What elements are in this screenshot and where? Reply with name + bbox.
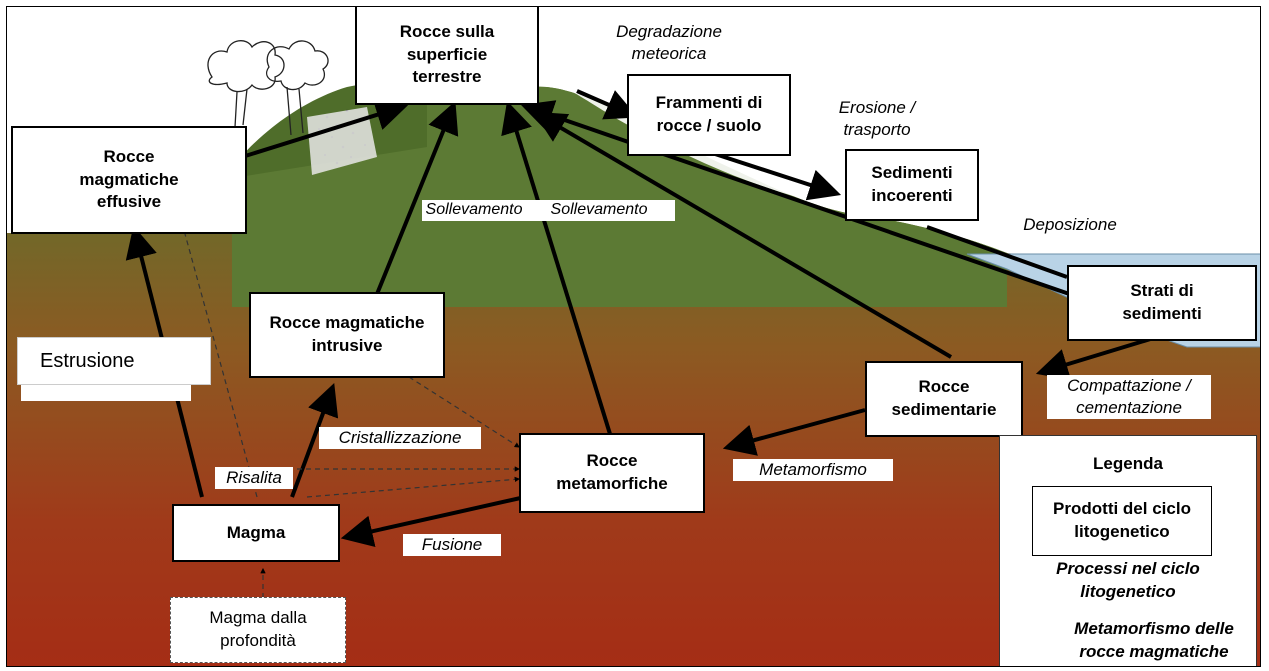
legend-panel: Legenda Prodotti del ciclo litogenetico … <box>999 435 1257 667</box>
legend-title: Legenda <box>1000 454 1256 474</box>
label-compattazione: Compattazione / cementazione <box>1047 375 1211 419</box>
legend-metamorphism: Metamorfismo delle rocce magmatiche <box>1052 618 1256 664</box>
label-risalita: Risalita <box>215 467 293 489</box>
label-cristallizzazione: Cristallizzazione <box>319 427 481 449</box>
diagram-frame: Rocce sulla superficie terrestre Frammen… <box>6 6 1261 667</box>
box-rocce-effusive: Rocce magmatiche effusive <box>11 126 247 234</box>
legend-products: Prodotti del ciclo litogenetico <box>1032 486 1212 556</box>
label-fusione: Fusione <box>403 534 501 556</box>
box-strati-sedimenti: Strati di sedimenti <box>1067 265 1257 341</box>
label-estrusione: Estrusione <box>17 337 211 385</box>
label-metamorfismo: Metamorfismo <box>733 459 893 481</box>
estrusione-underlay <box>21 385 191 401</box>
box-rocce-intrusive: Rocce magmatiche intrusive <box>249 292 445 378</box>
box-magma-profondita: Magma dalla profondità <box>170 597 346 663</box>
box-frammenti: Frammenti di rocce / suolo <box>627 74 791 156</box>
label-deposizione: Deposizione <box>1003 214 1137 236</box>
label-erosione: Erosione / trasporto <box>815 97 939 141</box>
legend-processes: Processi nel ciclo litogenetico <box>1000 558 1256 604</box>
label-sollevamento-1: Sollevamento <box>422 200 526 221</box>
label-sollevamento-2: Sollevamento <box>523 200 675 221</box>
box-rocce-sedimentarie: Rocce sedimentarie <box>865 361 1023 437</box>
box-magma: Magma <box>172 504 340 562</box>
box-rocce-superficie: Rocce sulla superficie terrestre <box>355 6 539 105</box>
box-sedimenti-incoerenti: Sedimenti incoerenti <box>845 149 979 221</box>
box-rocce-metamorfiche: Rocce metamorfiche <box>519 433 705 513</box>
label-degradazione: Degradazione meteorica <box>592 21 746 65</box>
